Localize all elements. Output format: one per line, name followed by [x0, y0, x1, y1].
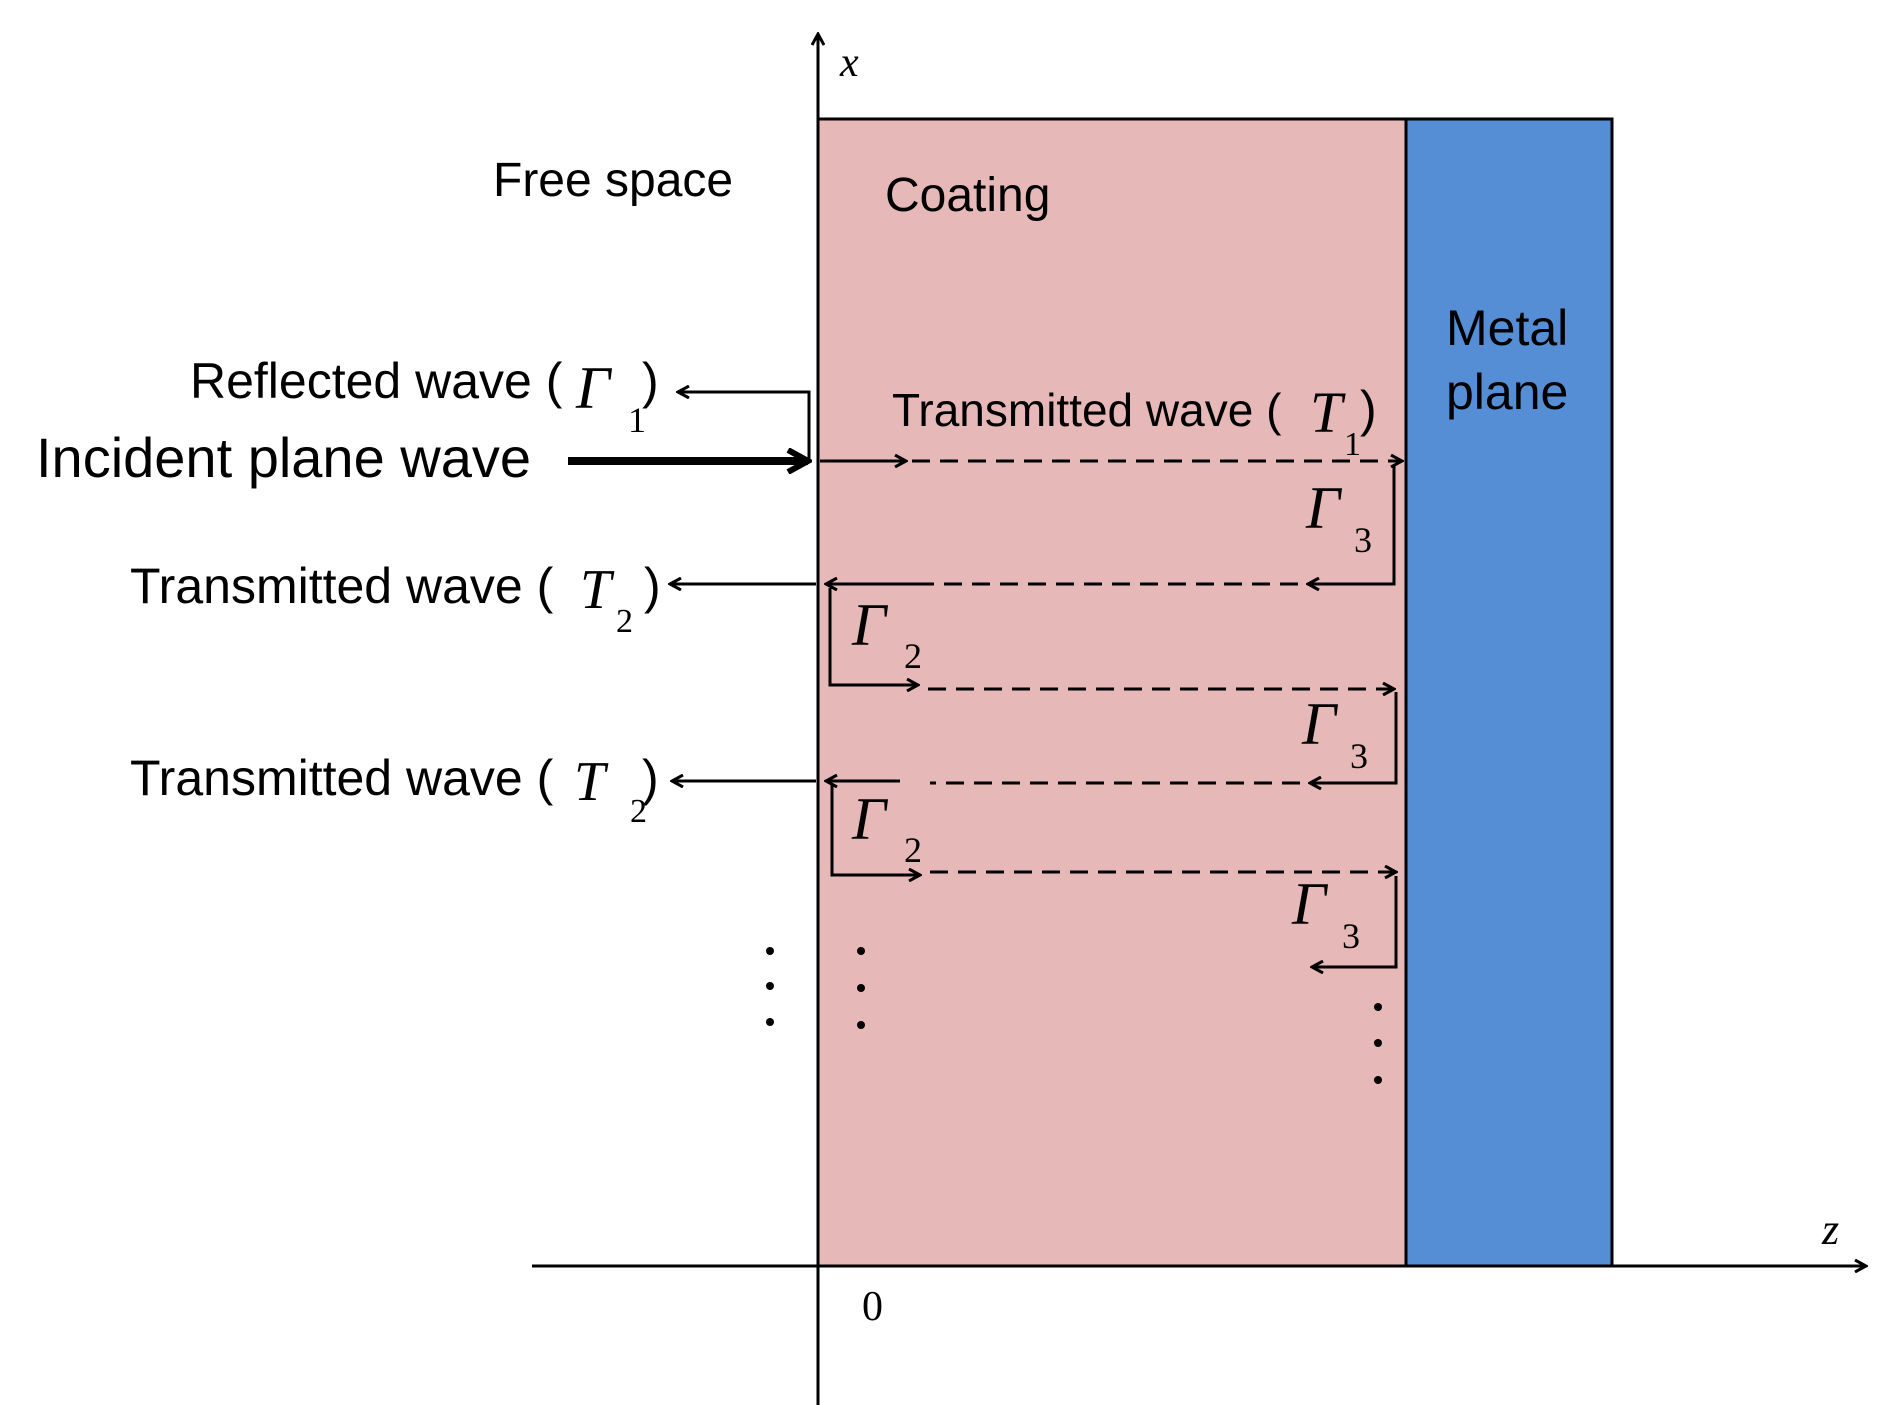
t2-label-2: Transmitted wave ( — [130, 750, 554, 806]
gamma2-label-1: Γ — [851, 592, 889, 658]
t2-close-paren-1: ) — [644, 558, 661, 614]
plane-label-text: plane — [1446, 364, 1568, 420]
t1-close-paren: ) — [1360, 381, 1377, 437]
gamma2-bounce-2 — [830, 785, 920, 875]
gamma3-label-2: Γ — [1301, 691, 1339, 757]
free-space-label: Free space — [493, 154, 733, 207]
continuation-dots-coating-left — [857, 947, 865, 1029]
reflected-gamma-sub: 1 — [628, 400, 646, 440]
reflected-arrow — [678, 392, 811, 461]
reflected-gamma: Γ — [575, 355, 613, 421]
t2-sub-2: 2 — [630, 793, 647, 830]
t1-label: Transmitted wave ( — [892, 384, 1282, 436]
gamma3-bounce-3 — [1312, 876, 1398, 967]
t2-label-1: Transmitted wave ( — [130, 558, 554, 614]
continuation-dots-free-space — [766, 947, 774, 1026]
gamma2-sub-1: 2 — [904, 636, 922, 676]
gamma3-label-1: Γ — [1305, 475, 1343, 541]
origin-label: 0 — [862, 1284, 883, 1330]
reflected-close-paren: ) — [642, 353, 659, 409]
metal-label: Metal — [1446, 300, 1568, 356]
gamma3-sub-3: 3 — [1342, 916, 1360, 956]
gamma3-label-3: Γ — [1291, 871, 1329, 937]
gamma2-sub-2: 2 — [904, 830, 922, 870]
t2-sub-1: 2 — [616, 603, 633, 640]
continuation-dots-coating-right — [1374, 1003, 1382, 1084]
reflected-label: Reflected wave ( — [190, 353, 563, 409]
metal-plane-region — [1404, 117, 1614, 1268]
coating-label: Coating — [885, 169, 1050, 222]
t2-close-paren-2: ) — [642, 750, 659, 806]
coating-region — [816, 117, 1408, 1268]
t1-symbol-sub: 1 — [1344, 426, 1361, 463]
z-axis-label: z — [1821, 1205, 1839, 1254]
gamma3-bounce-2 — [1310, 692, 1398, 783]
t2-symbol-2: T — [574, 751, 609, 813]
t1-symbol: T — [1310, 380, 1346, 445]
gamma2-bounce-1 — [828, 588, 918, 685]
gamma3-bounce-1 — [1308, 466, 1396, 584]
x-axis-label: x — [839, 40, 859, 86]
gamma3-sub-1: 3 — [1354, 520, 1372, 560]
t2-symbol-1: T — [580, 559, 615, 621]
incident-label: Incident plane wave — [36, 426, 531, 489]
gamma2-label-2: Γ — [851, 786, 889, 852]
gamma3-sub-2: 3 — [1350, 736, 1368, 776]
